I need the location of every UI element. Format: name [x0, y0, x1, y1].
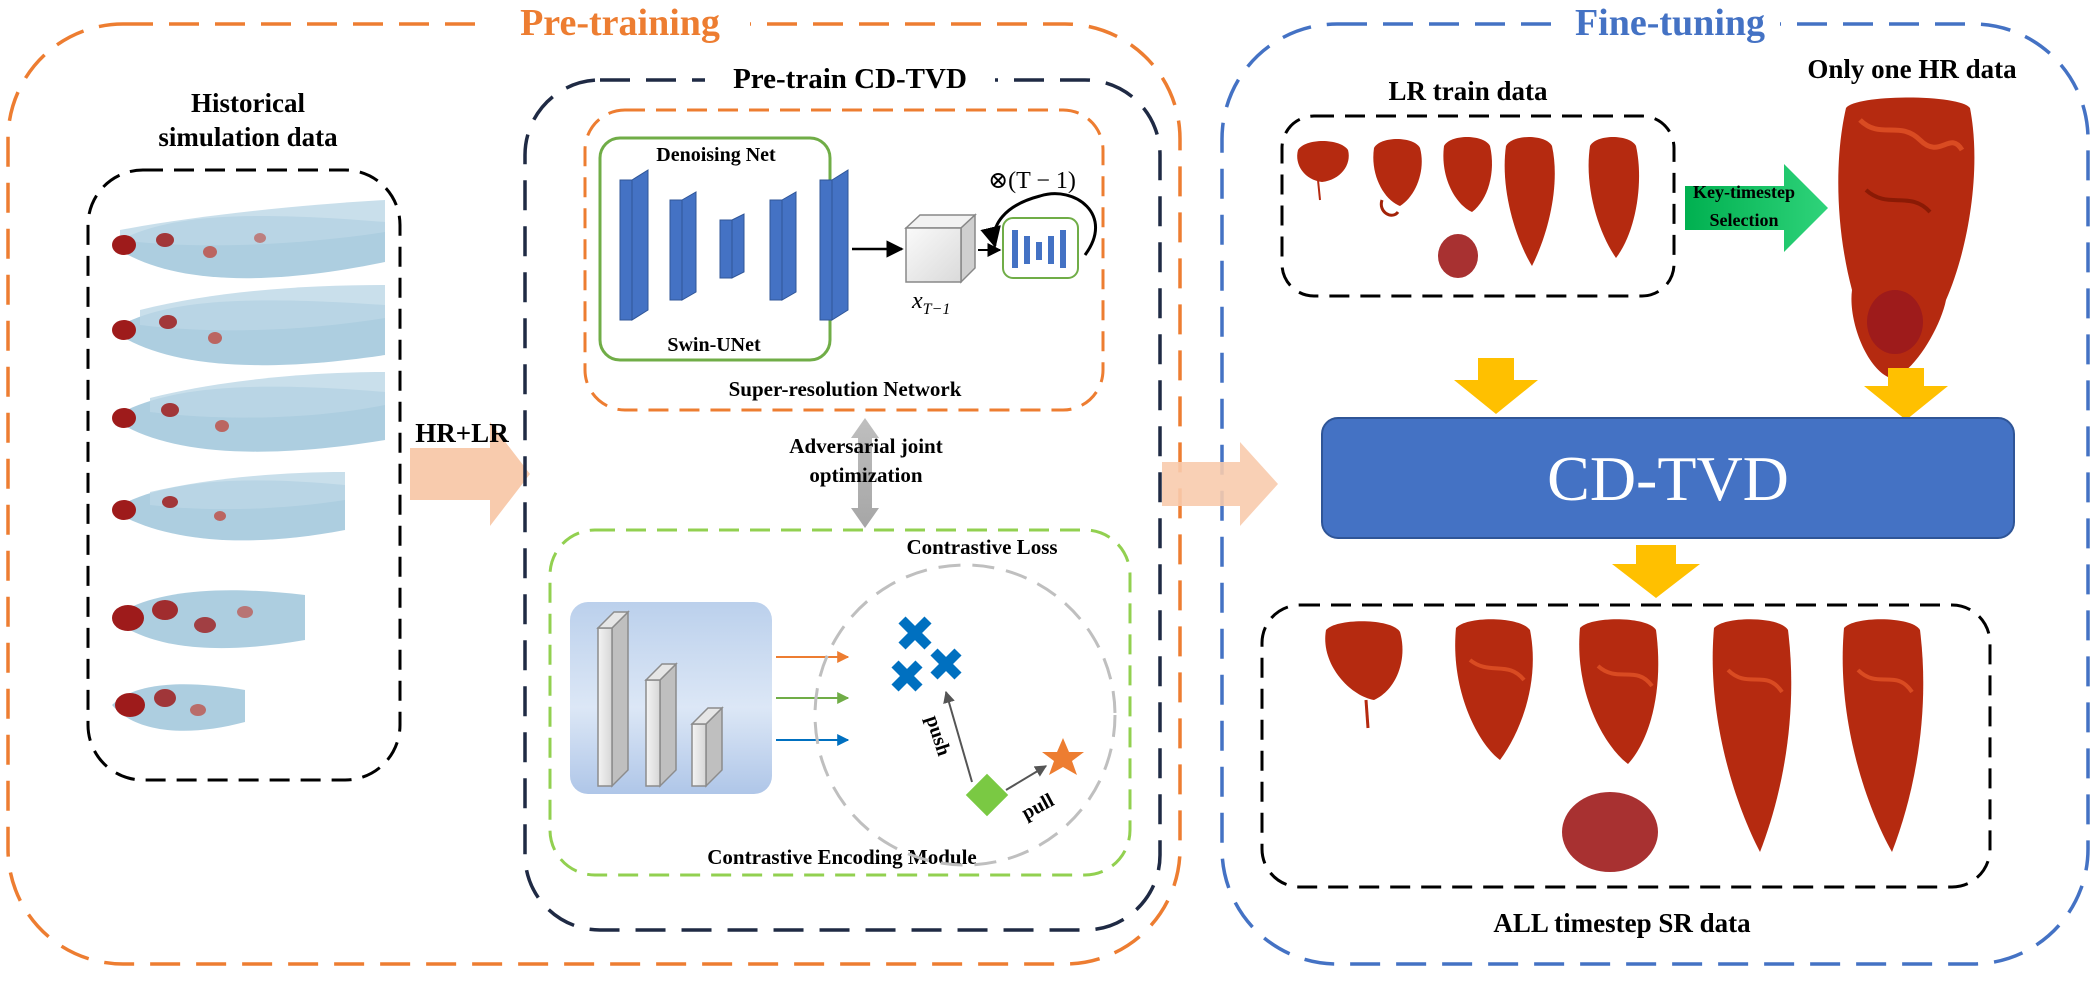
flow-image-1: [112, 200, 385, 279]
flow-image-6: [112, 684, 245, 731]
sr-output-label: ALL timestep SR data: [1493, 908, 1751, 938]
lr-to-model-arrow: [1454, 358, 1538, 414]
iterated-unet-blocks: [1012, 230, 1066, 268]
swin-unet-blocks: [619, 169, 849, 321]
flow-image-2: [112, 285, 385, 366]
lr-train-box: [1280, 114, 1676, 298]
pull-arrow: [1005, 765, 1048, 791]
sr-volume-2: [1455, 619, 1533, 760]
hr-volume-image: [1838, 97, 1975, 378]
push-arrow: [943, 690, 973, 783]
finetuning-title: Fine-tuning: [1575, 2, 1765, 44]
embedding-space-circle: [813, 563, 1117, 867]
key-timestep-label-line2: Selection: [1710, 210, 1779, 230]
positive-star: [1042, 738, 1084, 775]
encoder-blocks: [596, 610, 724, 788]
sr-volume-5: [1842, 619, 1924, 852]
key-timestep-label-line1: Key-timestep: [1693, 182, 1795, 202]
sr-network-box: [583, 108, 1105, 412]
iteration-label: ⊗(T − 1): [988, 168, 1076, 194]
sr-volume-images: [1325, 619, 1924, 872]
model-to-output-arrow: [1612, 545, 1700, 598]
denoising-net-label: Denoising Net: [656, 144, 776, 166]
lr-volume-5: [1588, 137, 1640, 258]
historical-flow-images: [112, 200, 385, 731]
flow-image-4: [112, 472, 345, 541]
contrastive-module-label: Contrastive Encoding Module: [707, 845, 977, 869]
latent-cube: [904, 213, 977, 284]
lr-volume-3: [1438, 137, 1492, 278]
lr-volume-4: [1504, 137, 1555, 266]
cdtvd-model-block: [1321, 417, 2015, 539]
contrastive-loss-label: Contrastive Loss: [906, 535, 1057, 559]
sr-network-label: Super-resolution Network: [729, 377, 962, 401]
flow-image-3: [112, 372, 385, 452]
key-timestep-arrow: [1685, 164, 1828, 252]
contrastive-module-box: [548, 528, 1132, 877]
pull-label: pull: [1018, 789, 1058, 824]
pretraining-title: Pre-training: [520, 2, 720, 44]
input-arrow-label: HR+LR: [415, 418, 509, 448]
historical-label-line1: Historical: [191, 88, 305, 118]
negative-sample-crosses: [891, 616, 962, 692]
lr-volume-images: [1297, 137, 1640, 278]
pretrain-cdtvd-title: Pre-train CD-TVD: [733, 63, 967, 95]
historical-label-line2: simulation data: [158, 122, 338, 152]
sr-volume-4: [1712, 619, 1792, 852]
lr-volume-1: [1297, 141, 1349, 201]
lr-train-label: LR train data: [1388, 76, 1548, 106]
flow-image-5: [112, 590, 305, 649]
sr-volume-3: [1562, 619, 1659, 872]
hr-data-label: Only one HR data: [1807, 54, 2017, 84]
historical-data-box: [86, 168, 402, 782]
input-arrow: [410, 422, 530, 526]
adversarial-double-arrow: [851, 418, 879, 528]
sr-volume-1: [1325, 621, 1403, 729]
hr-to-model-arrow: [1864, 368, 1948, 420]
adversarial-label-line2: optimization: [809, 463, 922, 487]
push-label: push: [921, 713, 955, 759]
transfer-arrow: [1162, 442, 1278, 526]
iteration-loop-arrow: [980, 192, 1098, 256]
sr-output-box: [1260, 603, 1992, 889]
lr-volume-2: [1373, 139, 1422, 217]
latent-label: xT−1: [911, 288, 950, 318]
adversarial-label-line1: Adversarial joint: [789, 434, 942, 458]
cdtvd-model-label: CD-TVD: [1547, 443, 1789, 514]
swin-unet-label: Swin-UNet: [667, 334, 761, 356]
